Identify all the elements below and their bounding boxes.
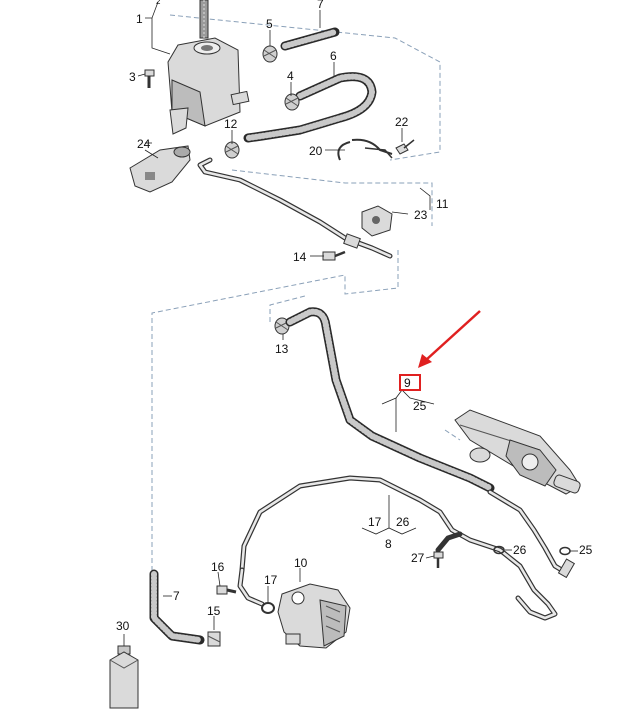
clip-20[interactable] [337,138,393,161]
callout-30[interactable]: 30 [116,619,130,633]
clamp-4[interactable] [284,93,300,111]
callout-16[interactable]: 16 [211,560,225,574]
clamp-5[interactable] [262,45,278,63]
callout-3[interactable]: 3 [129,70,136,84]
callout-2[interactable]: 2 [156,0,161,6]
o-ring-17[interactable] [261,602,275,614]
callout-11[interactable]: 11 [436,197,449,211]
bolt-27[interactable] [433,531,463,568]
callout-14[interactable]: 14 [293,250,307,264]
callout-6[interactable]: 6 [330,49,337,63]
callout-9-highlight-box [399,374,421,391]
callout-20[interactable]: 20 [309,144,323,158]
bracket-24[interactable] [129,145,191,193]
steering-rack[interactable] [454,409,581,495]
callout-24[interactable]: 24 [137,137,151,151]
bolt-22[interactable] [395,139,415,155]
pipe-11[interactable] [197,157,393,259]
callout-22[interactable]: 22 [395,115,409,129]
callout-17-mid[interactable]: 17 [368,515,382,529]
bracket-23[interactable] [361,205,393,237]
callout-7-top[interactable]: 7 [317,0,324,11]
callout-1[interactable]: 1 [136,12,143,26]
reference-frames [151,14,461,575]
o-ring-25-right[interactable] [559,546,571,556]
callout-26-right[interactable]: 26 [513,543,527,557]
oil-bottle-30[interactable] [109,645,139,709]
callout-5[interactable]: 5 [266,17,273,31]
clamp-15[interactable] [207,631,221,647]
bolt-14[interactable] [322,250,346,261]
callout-9[interactable]: 9 [404,376,411,390]
callout-25-right[interactable]: 25 [579,543,593,557]
hose-9[interactable] [285,307,495,493]
callout-7-bottom[interactable]: 7 [173,589,180,603]
callout-25-top[interactable]: 25 [413,399,427,413]
o-ring-26-right[interactable] [493,545,505,555]
hose-6[interactable] [243,72,377,143]
highlight-marker [399,310,481,391]
leader-lines [123,1,578,646]
clamp-12[interactable] [224,141,240,159]
power-steering-pump[interactable] [277,583,351,649]
callout-10[interactable]: 10 [294,556,308,570]
hose-7-bottom[interactable] [149,569,205,645]
callout-12[interactable]: 12 [224,117,238,131]
reservoir-assembly[interactable] [167,0,250,135]
return-line-25[interactable] [487,489,576,579]
screw-3[interactable] [144,69,155,88]
callout-4[interactable]: 4 [287,69,294,83]
callout-13[interactable]: 13 [275,342,289,356]
hose-7-top[interactable] [280,27,340,51]
callout-8[interactable]: 8 [385,537,392,551]
callout-17-pump[interactable]: 17 [264,573,278,587]
callout-26-mid[interactable]: 26 [396,515,410,529]
bolt-16[interactable] [216,585,237,595]
callout-27[interactable]: 27 [411,551,425,565]
callout-15[interactable]: 15 [207,604,221,618]
callout-23[interactable]: 23 [414,208,428,222]
